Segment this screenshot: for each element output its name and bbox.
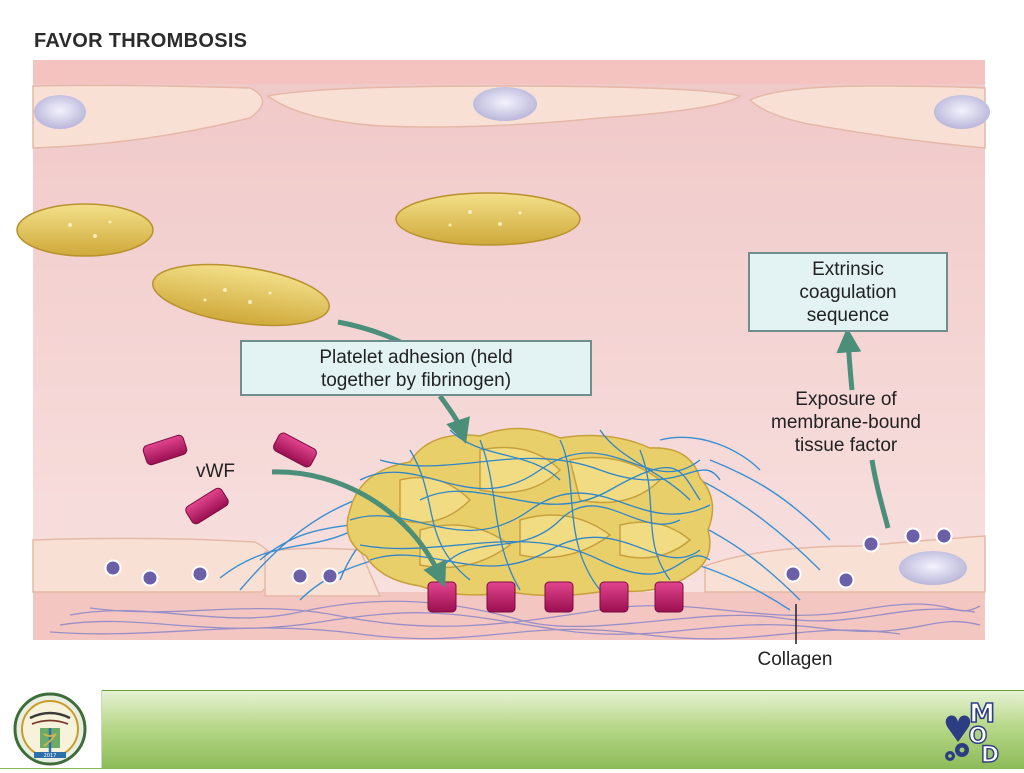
- exposure-line-3: tissue factor: [794, 435, 898, 456]
- platelet: [395, 192, 581, 246]
- extrinsic-line-3: sequence: [806, 305, 890, 326]
- thrombosis-diagram: Platelet adhesion (held together by fibr…: [16, 60, 990, 670]
- mod-logo-letter-o: O: [969, 724, 988, 749]
- vwf-label: vWF: [196, 461, 236, 482]
- arrow-tissue-factor-to-exposure: [869, 459, 891, 529]
- extrinsic-line-1: Extrinsic: [812, 259, 884, 280]
- exposure-line-1: Exposure of: [795, 389, 897, 410]
- university-logo-year: 2017: [44, 753, 57, 759]
- arrow-exposure-to-extrinsic: [836, 327, 862, 391]
- slide-title: FAVOR THROMBOSIS: [34, 30, 248, 52]
- exposure-line-2: membrane-bound: [771, 412, 921, 433]
- extrinsic-line-2: coagulation: [799, 282, 897, 303]
- university-logo: 2017: [13, 692, 87, 766]
- vwf-molecules-bound: [427, 581, 684, 613]
- extrinsic-coagulation-label: Extrinsic coagulation sequence: [748, 252, 948, 332]
- cell-nucleus: [899, 551, 967, 585]
- platelet-adhesion-label: Platelet adhesion (held together by fibr…: [240, 340, 592, 396]
- heart-icon: [945, 715, 971, 742]
- platelet-granules: [68, 210, 522, 304]
- gear-icon: [945, 743, 969, 761]
- footer-logo-panel: 2017: [0, 690, 102, 768]
- vwf-molecules-free: [142, 432, 317, 525]
- vwf-molecule: [273, 432, 317, 468]
- top-endothelial-cell: [32, 84, 264, 149]
- arrow-adhesion-to-clot: [437, 394, 470, 444]
- mod-logo-letter-d: D: [981, 743, 999, 764]
- platelet-adhesion-line-1: Platelet adhesion (held: [319, 347, 513, 368]
- collagen-fibers: [49, 600, 981, 640]
- tissue-factor-exposure-label: Exposure of membrane-bound tissue factor: [728, 388, 964, 457]
- vwf-molecule: [142, 434, 188, 466]
- platelet-adhesion-line-2: together by fibrinogen): [320, 370, 512, 391]
- platelet: [16, 203, 154, 257]
- mod-logo-letter-m: M: [969, 699, 995, 729]
- top-endothelium-base: [33, 60, 985, 84]
- top-endothelial-cell: [748, 85, 986, 149]
- footer-bar: [0, 690, 1024, 769]
- platelet: [152, 263, 330, 327]
- vwf-molecule: [185, 487, 229, 525]
- cell-nucleus: [934, 95, 990, 129]
- collagen-label: Collagen: [757, 649, 833, 670]
- tissue-factor-molecules: [104, 527, 953, 589]
- arrow-vwf-to-collagen: [271, 469, 447, 588]
- cell-nucleus: [473, 87, 537, 121]
- mod-logo: M O D: [945, 698, 1000, 764]
- cell-nucleus: [34, 95, 86, 129]
